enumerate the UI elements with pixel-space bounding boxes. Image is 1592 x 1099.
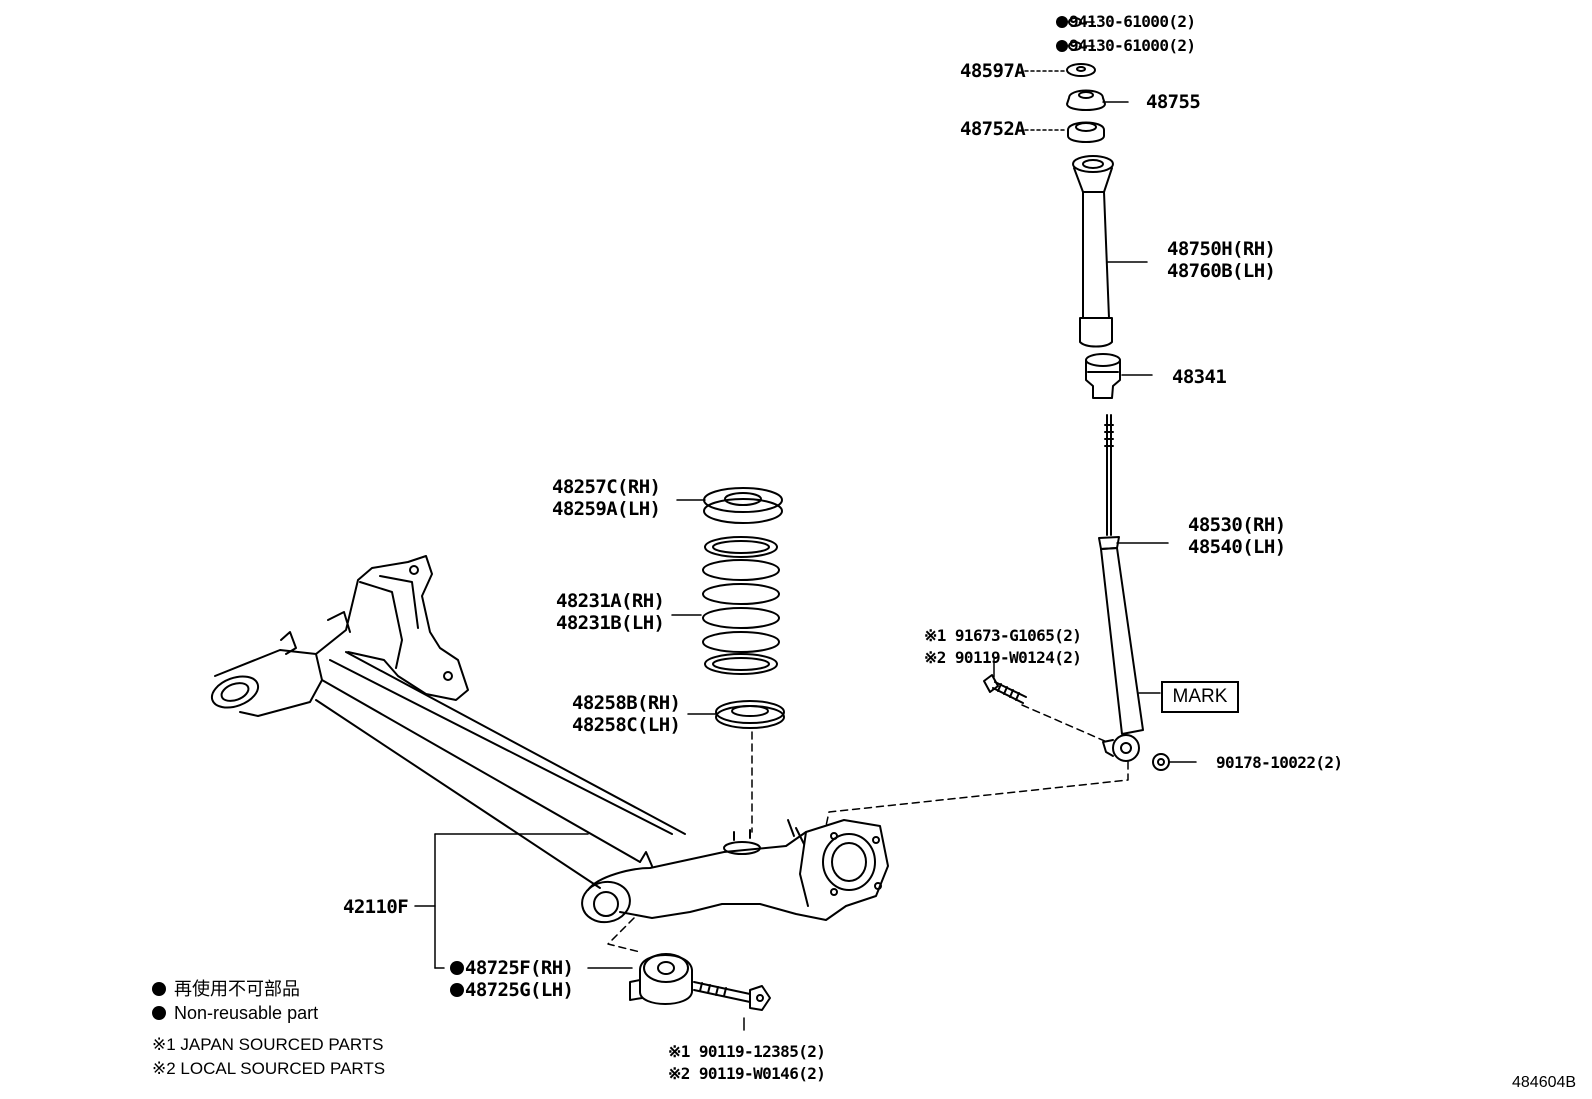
label-spring-rh: 48231A(RH) <box>556 590 665 612</box>
dust-boot-icon <box>1072 155 1114 348</box>
upper-spring-seat-icon <box>703 487 783 524</box>
label-absorber-lh: 48540(LH) <box>1188 536 1286 558</box>
label-boot-rh: 48750H(RH) <box>1167 238 1276 260</box>
nut-icon <box>1068 17 1082 51</box>
legend-japan-sourced: ※1 JAPAN SOURCED PARTS <box>152 1035 384 1054</box>
legend-non-reusable-jp: 再使用不可部品 <box>152 978 300 1000</box>
label-lower-nut: 90178-10022(2) <box>1216 753 1343 772</box>
label-bearing: 48752A <box>960 118 1026 140</box>
label-lower-seat-rh: 48258B(RH) <box>572 692 681 714</box>
label-axle-bolt-local: ※2 90119-W0146(2) <box>668 1064 826 1083</box>
label-bushing-lh: 48725G(LH) <box>450 979 574 1001</box>
label-washer: 48597A <box>960 60 1026 82</box>
label-nut-1: 94130-61000(2) <box>1056 12 1196 32</box>
washer-icon <box>1066 63 1096 77</box>
label-absorber-rh: 48530(RH) <box>1188 514 1286 536</box>
label-absorber-bolt-local: ※2 90119-W0124(2) <box>924 648 1082 667</box>
axle-bushing-icon <box>629 953 693 1005</box>
label-support: 48755 <box>1146 91 1201 113</box>
label-nut-2: 94130-61000(2) <box>1056 36 1196 56</box>
label-upper-seat-rh: 48257C(RH) <box>552 476 661 498</box>
label-absorber-bolt-japan: ※1 91673-G1065(2) <box>924 626 1082 645</box>
filled-circle-icon <box>152 982 166 996</box>
legend-local-sourced: ※2 LOCAL SOURCED PARTS <box>152 1059 386 1078</box>
label-axle-beam: 42110F <box>343 896 409 918</box>
label-bushing-rh: 48725F(RH) <box>450 957 574 979</box>
filled-circle-icon <box>1056 16 1068 28</box>
legend-non-reusable-en: Non-reusable part <box>152 1002 318 1024</box>
label-axle-bolt-japan: ※1 90119-12385(2) <box>668 1042 826 1061</box>
label-bump-stopper: 48341 <box>1172 366 1227 388</box>
mark-box: MARK <box>1161 681 1239 713</box>
filled-circle-icon <box>450 983 464 997</box>
bearing-icon <box>1067 121 1105 143</box>
support-icon <box>1066 89 1106 111</box>
axle-bolt-icon <box>693 981 771 1011</box>
label-upper-seat-lh: 48259A(LH) <box>552 498 661 520</box>
assembly-dashed-lines <box>607 704 1129 953</box>
lower-nut-icon <box>1152 753 1170 771</box>
figure-id: 484604B <box>1512 1074 1577 1091</box>
bump-stopper-icon <box>1085 353 1121 399</box>
shock-absorber-icon <box>1098 414 1144 762</box>
leader-lines <box>414 21 1197 1031</box>
filled-circle-icon <box>1056 40 1068 52</box>
label-boot-lh: 48760B(LH) <box>1167 260 1276 282</box>
rear-axle-beam-icon <box>210 555 889 924</box>
filled-circle-icon <box>152 1006 166 1020</box>
label-lower-seat-lh: 48258C(LH) <box>572 714 681 736</box>
label-spring-lh: 48231B(LH) <box>556 612 665 634</box>
absorber-bolt-icon <box>983 674 1027 704</box>
filled-circle-icon <box>450 961 464 975</box>
coil-spring-icon <box>702 536 780 675</box>
lower-spring-seat-icon <box>715 700 785 729</box>
